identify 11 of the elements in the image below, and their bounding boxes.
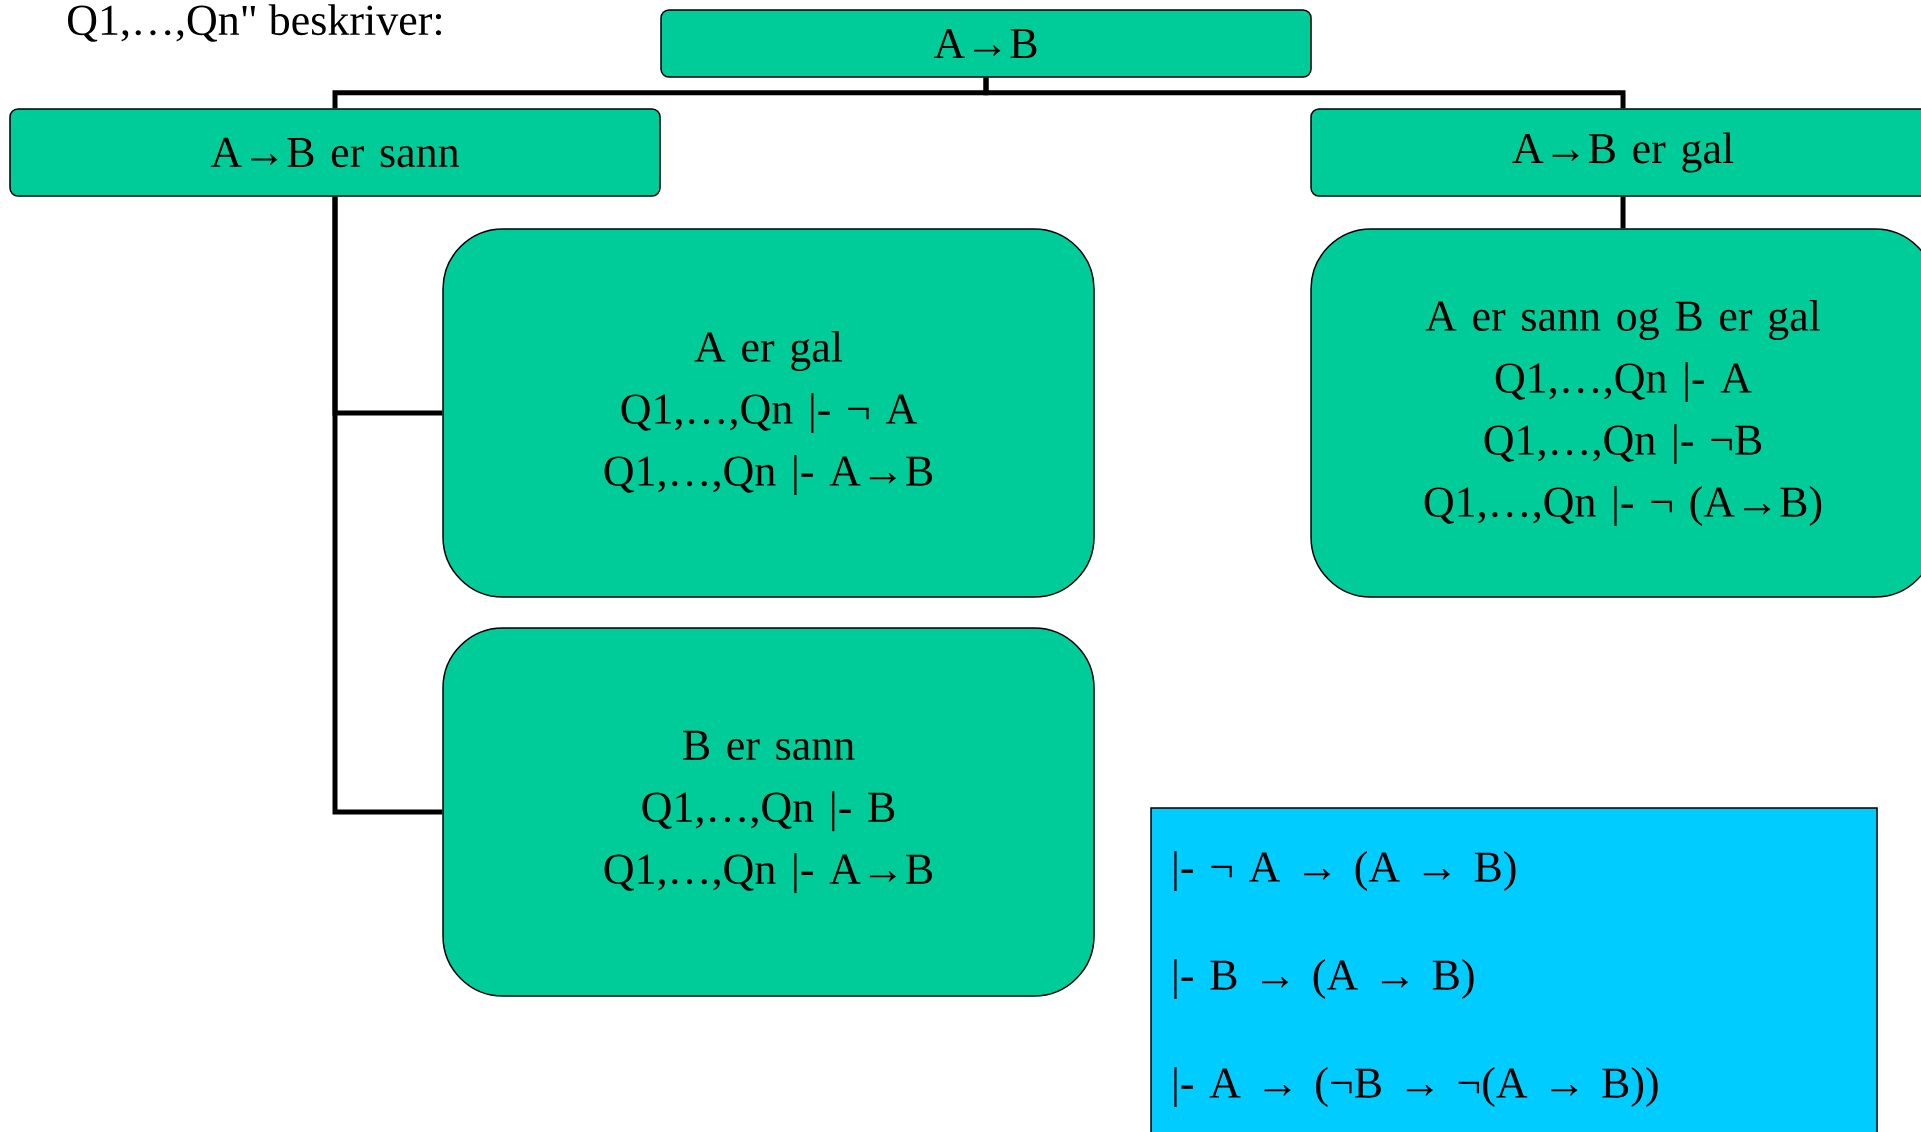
formula-box: |- ¬ A → (A → B) |- B → (A → B) |- A → (¬B → ¬(A → B)) — [1150, 807, 1878, 1132]
rounded-box: A er sann og B er gal Q1,…,Qn |- A Q1,…,Qn |- ¬B Q1,…,Qn |- ¬ (A→B) — [1310, 228, 1921, 598]
connector-line — [1620, 196, 1626, 229]
process-box: A→B er sann — [9, 108, 661, 197]
rounded-box: A er gal Q1,…,Qn |- ¬ A Q1,…,Qn |- A→B — [442, 228, 1095, 598]
heading-text: Q1,…,Qn" beskriver: — [68, 4, 442, 42]
connector-line — [983, 77, 1626, 109]
rounded-box: B er sann Q1,…,Qn |- B Q1,…,Qn |- A→B — [442, 627, 1095, 997]
process-box: A→B er gal — [1310, 108, 1921, 197]
process-box: A→B — [660, 9, 1312, 78]
connector-line — [332, 196, 443, 815]
